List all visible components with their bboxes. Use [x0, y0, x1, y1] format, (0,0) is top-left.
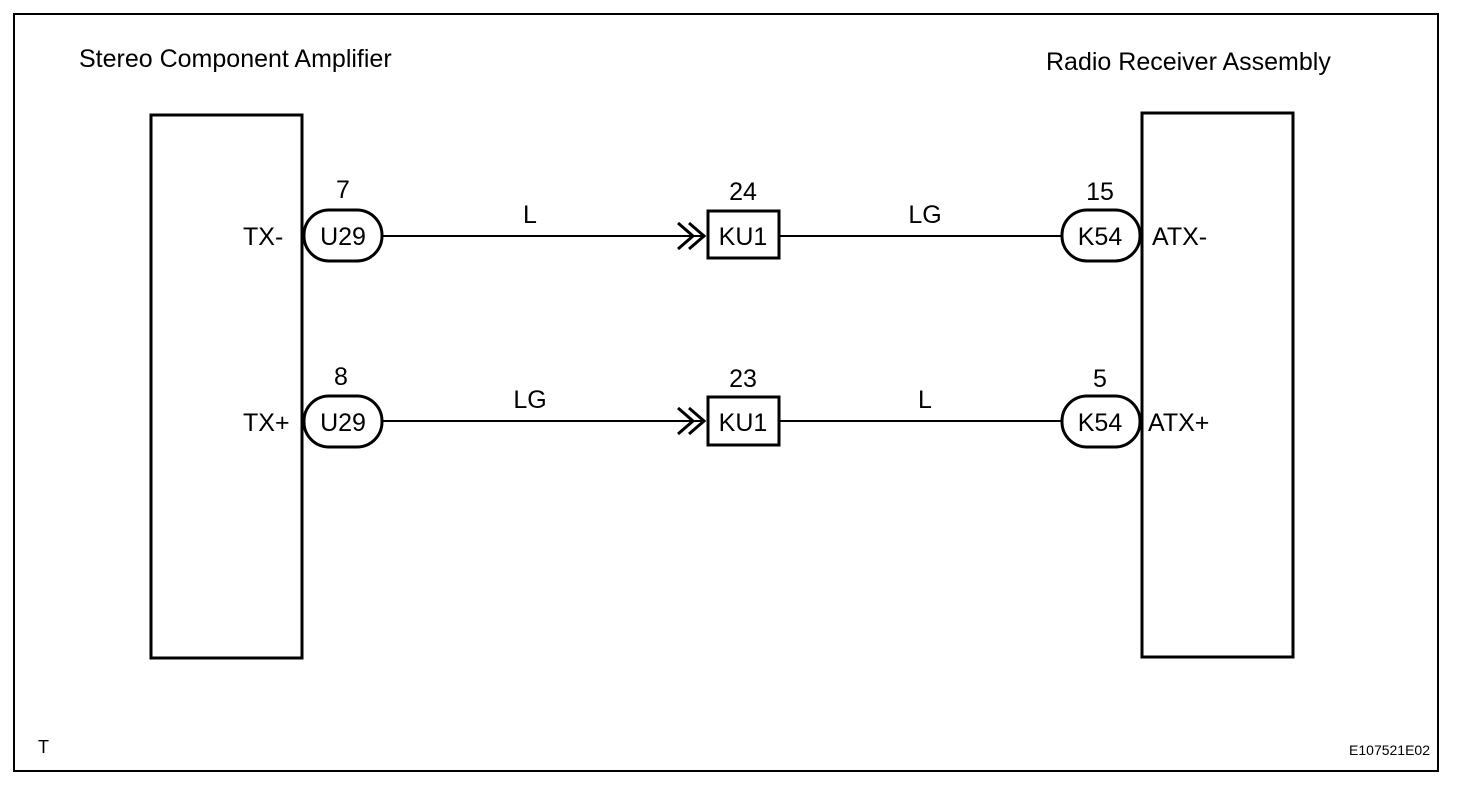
connector-label: KU1: [719, 409, 768, 437]
connector-label: U29: [320, 409, 366, 437]
connector-u29: [302, 208, 384, 263]
chevron-icon: [677, 406, 696, 436]
junction-connector-ku1: [706, 395, 781, 447]
terminal-label: ATX+: [1148, 409, 1209, 437]
wire-color-label: L: [918, 386, 932, 414]
wire-color-label: LG: [908, 201, 941, 229]
terminal-label: ATX-: [1152, 223, 1207, 251]
connector-k54: [1060, 208, 1142, 263]
junction-connector-ku1: [706, 209, 781, 260]
connector-label: K54: [1078, 409, 1123, 437]
stereo-component-amplifier-box: [149, 113, 304, 660]
connector-k54: [1060, 394, 1142, 449]
pin-number: 7: [336, 176, 350, 204]
connector-label: U29: [320, 223, 366, 251]
pin-number: 23: [729, 365, 757, 393]
diagram-frame: [13, 13, 1439, 772]
pin-number: 5: [1093, 365, 1107, 393]
pin-number: 8: [334, 363, 348, 391]
chevron-icon: [688, 406, 707, 436]
wire-color-label: L: [523, 201, 537, 229]
terminal-label: TX-: [243, 223, 283, 251]
terminal-label: TX+: [243, 409, 290, 437]
figure-code: E107521E02: [1349, 742, 1430, 758]
connector-u29: [302, 394, 384, 449]
corner-mark: T: [38, 737, 49, 757]
pin-number: 24: [729, 178, 757, 206]
connector-label: K54: [1078, 223, 1123, 251]
circuit-tx-minus: U29 7 TX- L LG KU1 24 K54 15 ATX-: [243, 176, 1207, 263]
circuit-tx-plus: U29 8 TX+ LG L KU1 23 K54 5 ATX+: [243, 363, 1209, 449]
pin-number: 15: [1086, 178, 1114, 206]
wire-color-label: LG: [513, 386, 546, 414]
chevron-icon: [677, 221, 696, 251]
right-component-title: Radio Receiver Assembly: [1046, 48, 1331, 76]
connector-label: KU1: [719, 223, 768, 251]
left-component-title: Stereo Component Amplifier: [79, 45, 392, 73]
chevron-icon: [688, 221, 707, 251]
radio-receiver-assembly-box: [1140, 111, 1295, 659]
